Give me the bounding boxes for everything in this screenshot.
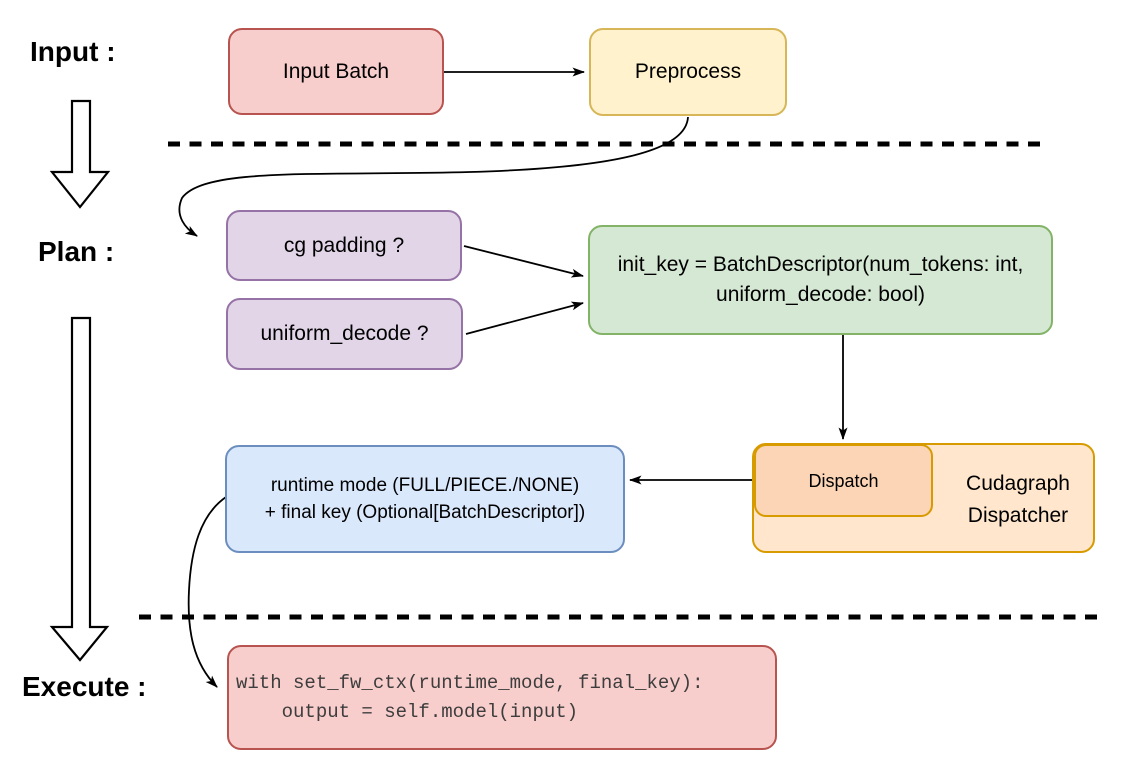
connector-runtime-mode-to-execute-code — [187, 496, 227, 688]
node-dispatch: Dispatch — [754, 444, 933, 517]
execute-section-label: Execute : — [22, 671, 147, 702]
runtime-mode-line-2: + final key (Optional[BatchDescriptor]) — [264, 502, 586, 523]
dispatch-label: Dispatch — [808, 470, 879, 491]
execute-code-line-1: with set_fw_ctx(runtime_mode, final_key)… — [236, 671, 704, 694]
hollow-down-arrow-plan-to-execute-icon — [49, 316, 110, 662]
cg-padding-label: cg padding ? — [283, 233, 405, 257]
node-cg-padding: cg padding ? — [226, 210, 462, 281]
input-section-label: Input : — [30, 36, 116, 67]
connector-cg-padding-to-init-key — [463, 245, 584, 278]
input-batch-label: Input Batch — [282, 59, 390, 83]
node-preprocess: Preprocess — [589, 28, 787, 116]
node-uniform-decode: uniform_decode ? — [226, 298, 463, 370]
uniform-decode-label: uniform_decode ? — [260, 322, 429, 345]
connector-uniform-decode-to-init-key — [465, 301, 584, 335]
node-runtime-mode: runtime mode (FULL/PIECE./NONE) + final … — [225, 445, 625, 553]
execute-code-line-2: output = self.model(input) — [236, 700, 579, 723]
hollow-down-arrow-input-to-plan-icon — [49, 99, 111, 209]
cudagraph-dispatcher-label: Cudagraph Dispatcher — [966, 472, 1070, 527]
node-execute-code: with set_fw_ctx(runtime_mode, final_key)… — [227, 645, 777, 750]
plan-section-label: Plan : — [38, 236, 115, 267]
init-key-line-2: uniform_decode: bool) — [716, 283, 925, 306]
node-init-key: init_key = BatchDescriptor(num_tokens: i… — [588, 225, 1053, 335]
node-input-batch: Input Batch — [228, 28, 444, 115]
preprocess-label: Preprocess — [634, 60, 742, 83]
runtime-mode-line-1: runtime mode (FULL/PIECE./NONE) — [270, 475, 580, 496]
init-key-line-1: init_key = BatchDescriptor(num_tokens: i… — [617, 253, 1024, 276]
connector-preprocess-to-cg-padding — [178, 116, 689, 237]
